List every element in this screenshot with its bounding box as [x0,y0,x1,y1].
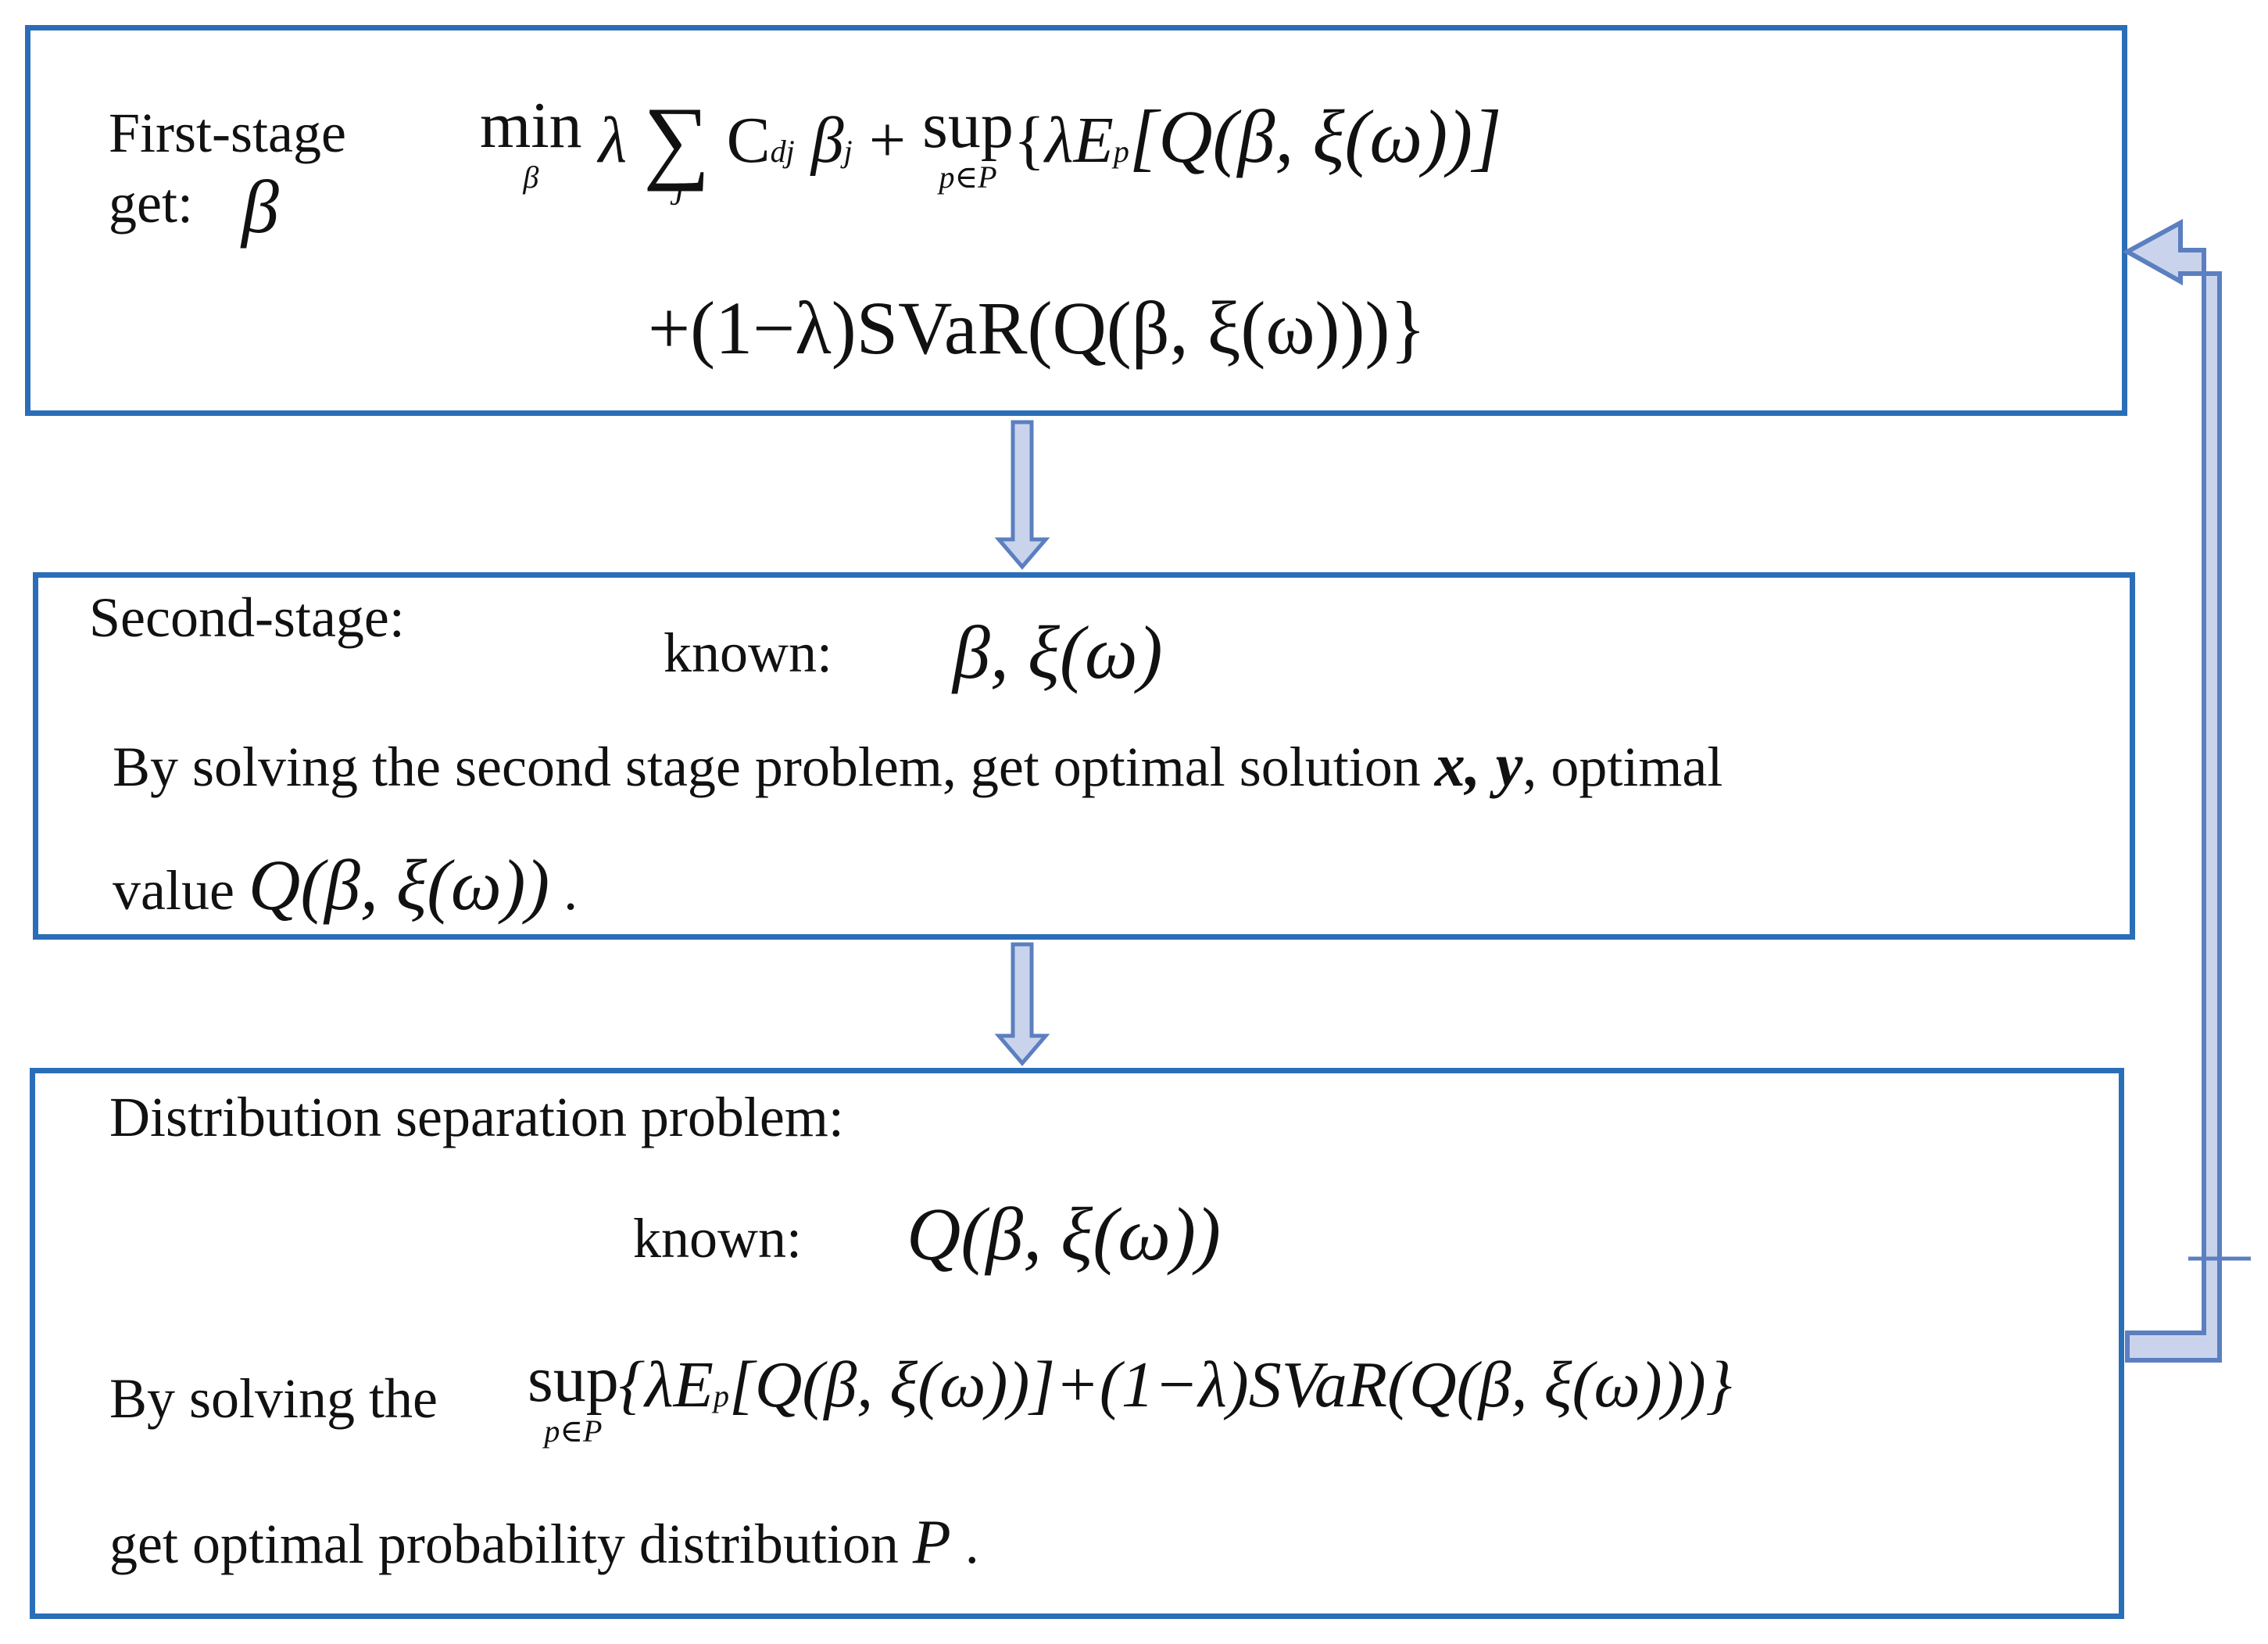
second-stage-description: By solving the second stage problem, get… [113,731,1723,799]
first-stage-label: First-stage [109,102,346,164]
sup-operator-2: sup p∈P [528,1343,619,1449]
first-stage-output-var: β [241,165,279,249]
feedback-arrow [2122,218,2222,1363]
second-stage-known-value: β, ξ(ω) [953,611,1163,694]
sup-operator: sup p∈P [922,89,1014,195]
optimal-value-expr: Q(β, ξ(ω)) [248,845,550,925]
distribution-solve-text: By solving the [109,1367,438,1430]
min-operator: min β [480,89,582,195]
second-stage-value-line: value Q(β, ξ(ω)) . [113,845,578,925]
down-arrow-2 [994,942,1050,1066]
first-stage-get-label: get: [109,172,193,235]
sum-operator: ∑ J [643,88,710,212]
second-stage-label: Second-stage: [89,586,405,649]
distribution-var: P [912,1508,951,1577]
down-arrow-1 [994,420,1050,570]
first-stage-box: First-stage get: β min β λ ∑ J Cdj βj + … [25,25,2127,416]
distribution-separation-box: Distribution separation problem: known: … [30,1068,2124,1619]
distribution-objective: sup p∈P {λEp[Q(β, ξ(ω))]+(1−λ)SVaR(Q(β, … [528,1343,1733,1449]
first-stage-objective: min β λ ∑ J Cdj βj + sup p∈P {λEp[Q(β, ξ… [480,88,1502,212]
first-stage-objective-line2: +(1−λ)SVaR(Q(β, ξ(ω)))} [648,286,1426,370]
distribution-known-value: Q(β, ξ(ω)) [907,1192,1221,1276]
solution-vars: x, y [1434,731,1523,799]
distribution-result-line: get optimal probability distribution P . [109,1508,979,1577]
second-stage-known-label: known: [664,621,832,684]
distribution-known-label: known: [633,1207,802,1270]
second-stage-box: Second-stage: known: β, ξ(ω) By solving … [33,572,2135,940]
distribution-separation-label: Distribution separation problem: [109,1086,844,1148]
